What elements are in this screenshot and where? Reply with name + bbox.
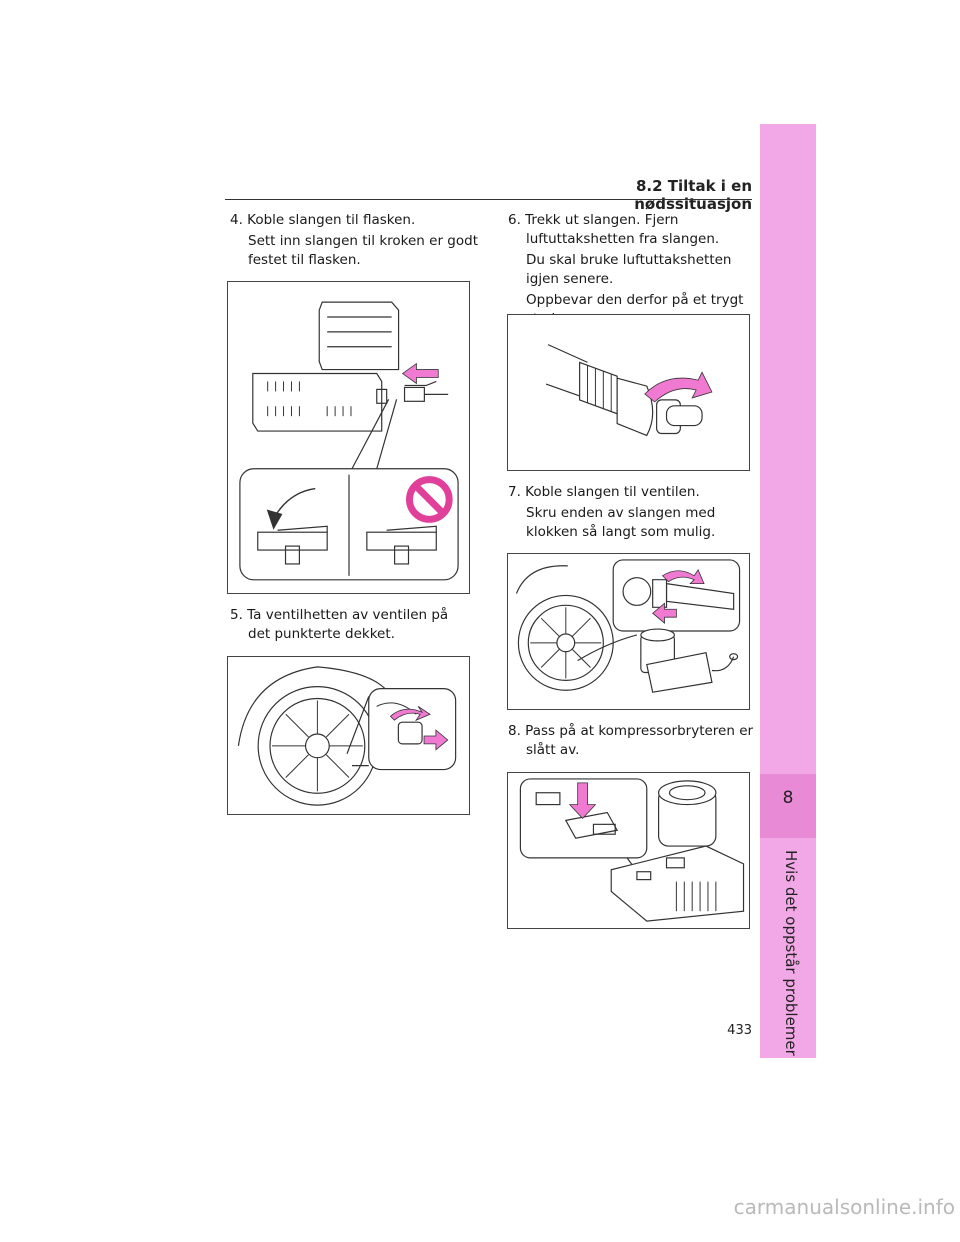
- page-number: 433: [727, 1023, 752, 1038]
- step-6-heading: 6. Trekk ut slangen. Fjern luftuttakshet…: [508, 212, 720, 247]
- footer-watermark: carmanualsonline.info: [733, 1195, 955, 1219]
- header-divider: [225, 199, 752, 200]
- chapter-number-box: [760, 774, 816, 838]
- hose-valve-connection-illustration: [507, 553, 750, 710]
- step-4-heading: 4. Koble slangen til flasken.: [230, 212, 416, 228]
- compressor-switch-illustration: [507, 772, 750, 929]
- step-4-detail: Sett inn slangen til kroken er godt fest…: [248, 233, 478, 268]
- hose-cap-removal-illustration: [507, 314, 750, 471]
- step-7-heading: 7. Koble slangen til ventilen.: [508, 484, 700, 500]
- step-7-detail: Skru enden av slangen med klokken så lan…: [526, 505, 716, 540]
- tire-valve-cap-illustration: [227, 656, 470, 815]
- step-5-heading: 5. Ta ventilhetten av ventilen på det pu…: [230, 607, 449, 642]
- chapter-number: 8: [782, 788, 794, 808]
- hose-bottle-connection-illustration: [227, 281, 470, 594]
- step-8: 8. Pass på at kompressorbryteren er slåt…: [508, 722, 758, 760]
- section-title: 8.2 Tiltak i en nødssituasjon: [634, 177, 752, 213]
- step-7: 7. Koble slangen til ventilen. Skru ende…: [508, 483, 758, 542]
- step-4: 4. Koble slangen til flasken. Sett inn s…: [230, 211, 480, 270]
- chapter-side-tab: 8 Hvis det oppstår problemer: [760, 124, 816, 1058]
- step-8-heading: 8. Pass på at kompressorbryteren er slåt…: [508, 723, 754, 758]
- step-6-detail-1: Du skal bruke luftuttakshetten igjen sen…: [526, 252, 732, 287]
- step-6: 6. Trekk ut slangen. Fjern luftuttakshet…: [508, 211, 758, 329]
- chapter-title: Hvis det oppstår problemer: [782, 850, 800, 1056]
- step-5: 5. Ta ventilhetten av ventilen på det pu…: [230, 606, 465, 644]
